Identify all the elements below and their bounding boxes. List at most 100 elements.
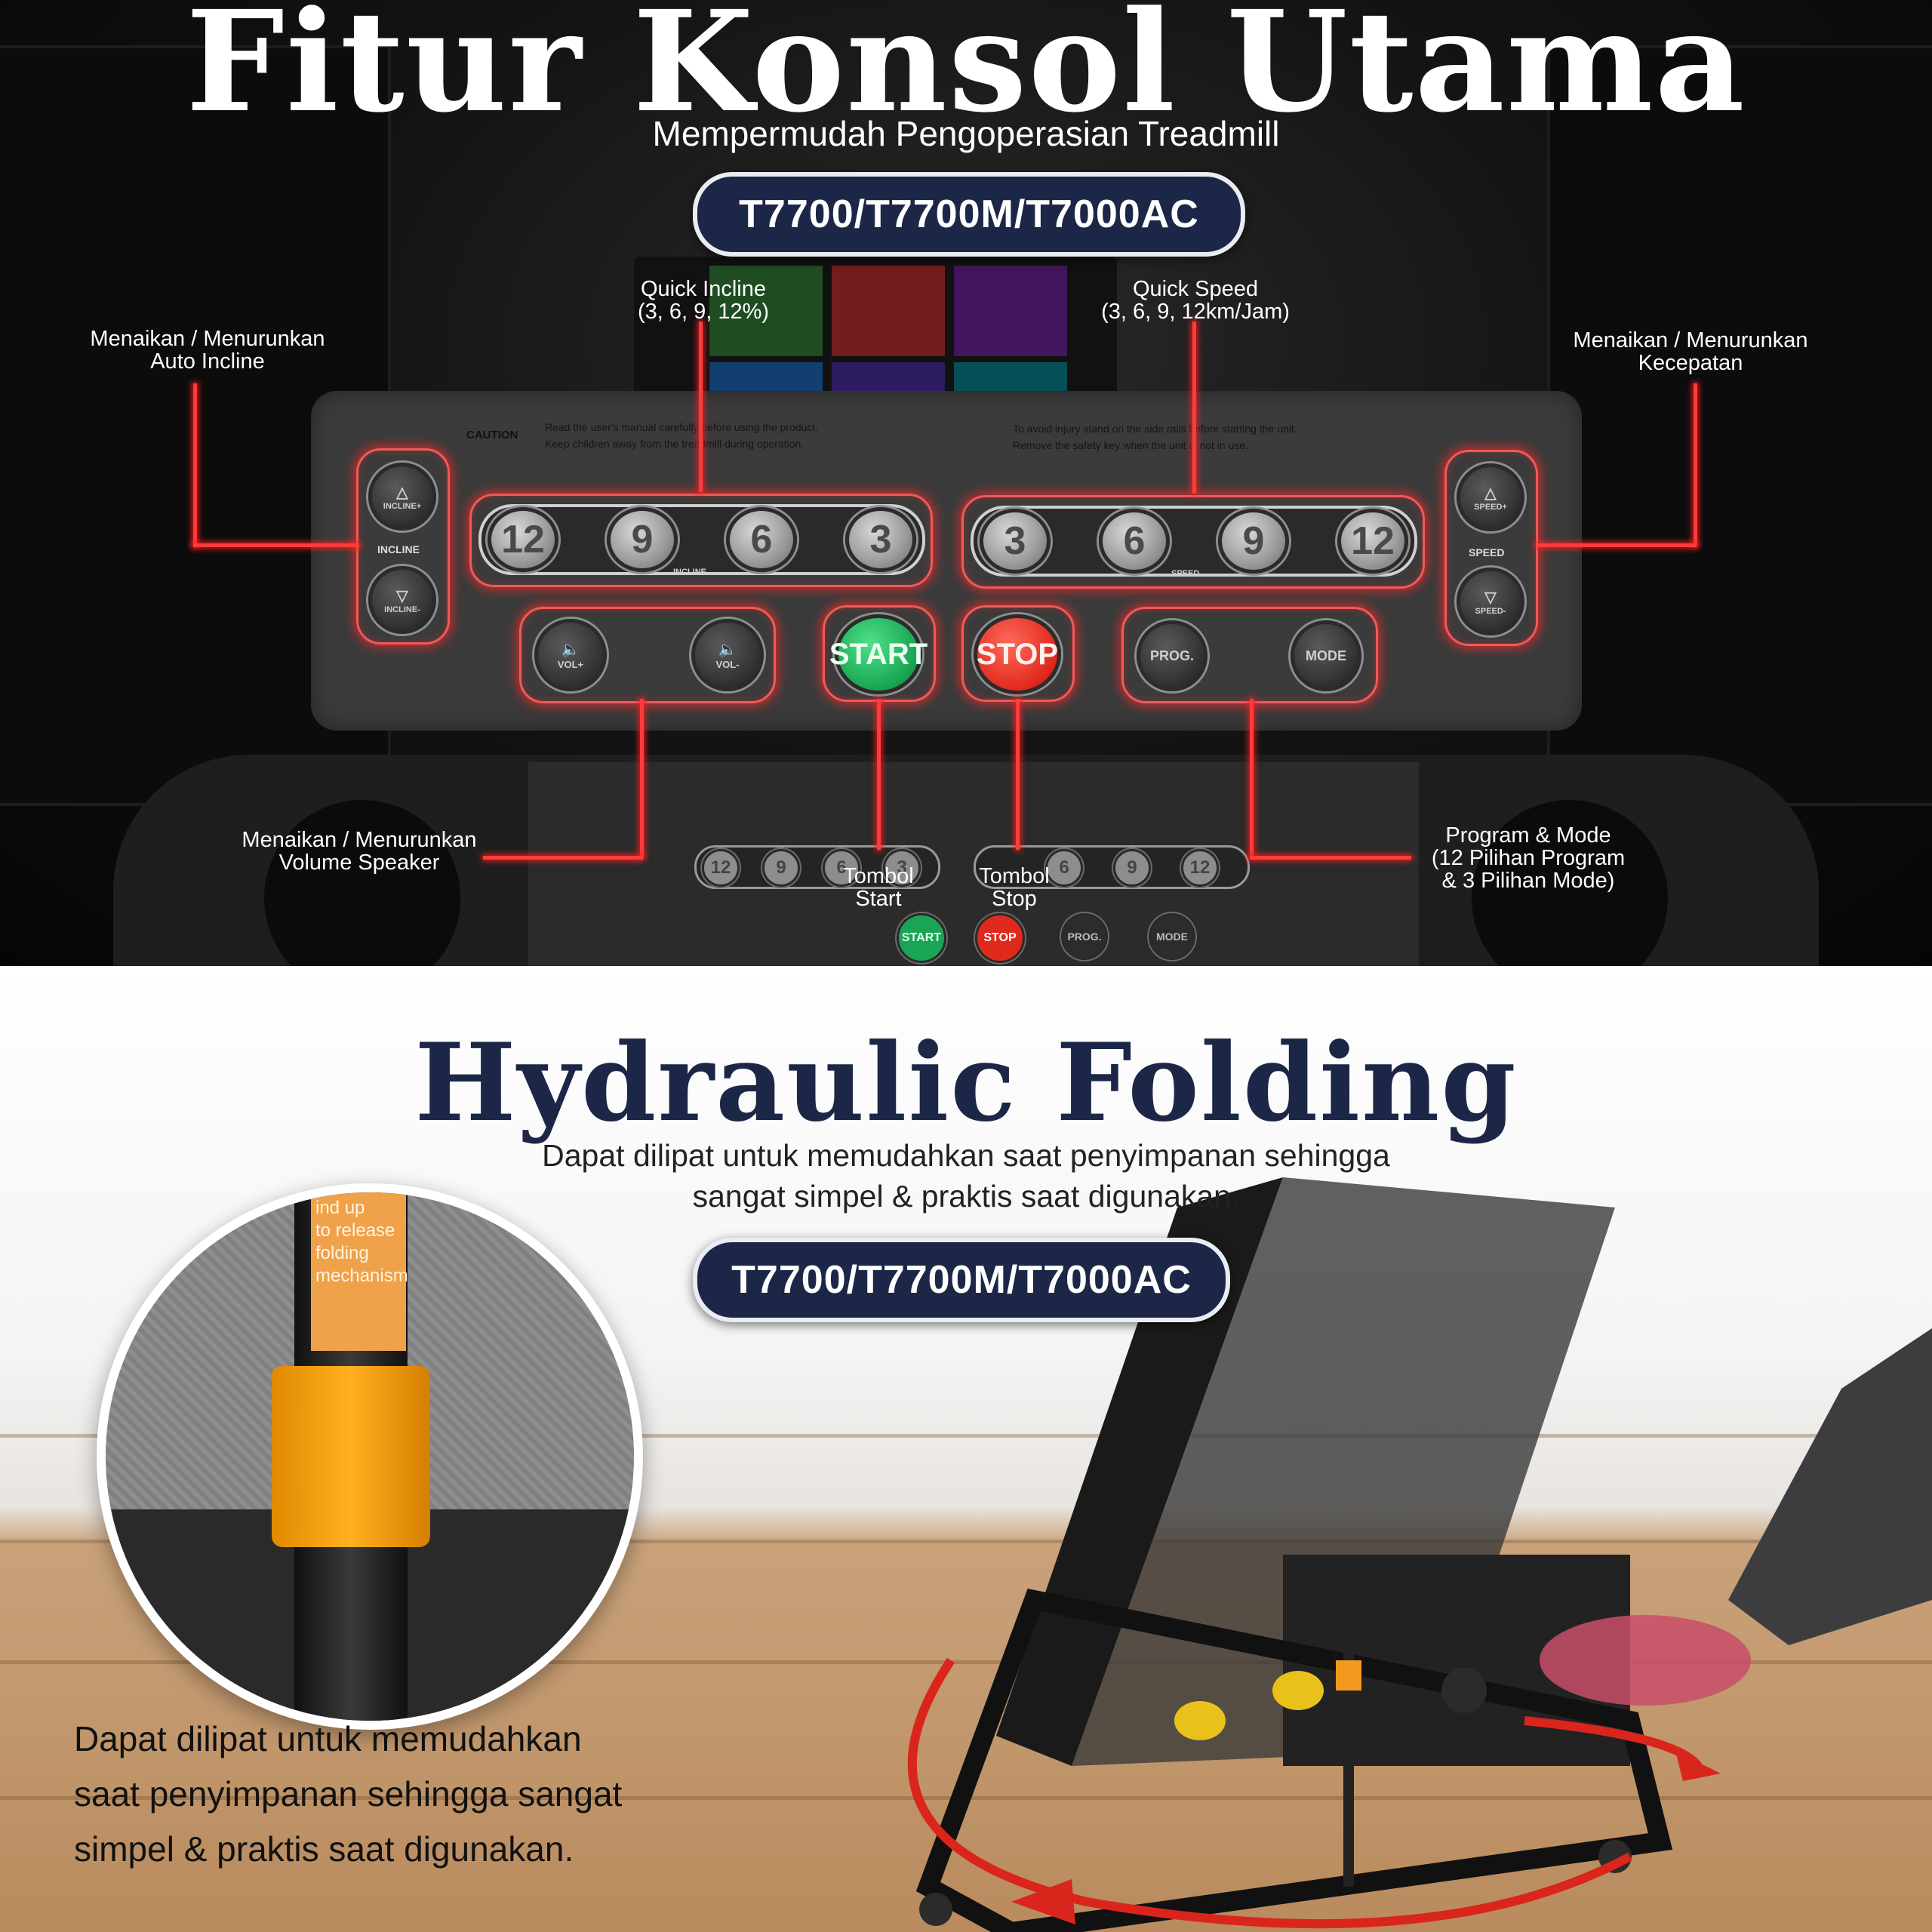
quick-incline-6-button[interactable]: 6 <box>726 507 797 572</box>
orange-release-collar <box>272 1366 430 1547</box>
callout-text: Quick Incline <box>640 277 766 301</box>
model-badge: T7700/T7700M/T7000AC <box>693 172 1245 257</box>
warning-sticker: ind up to release folding mechanism <box>311 1192 408 1351</box>
speed-down-label: SPEED- <box>1475 606 1506 616</box>
leg-figure <box>1728 1328 1932 1645</box>
quick-incline-12-button[interactable]: 12 <box>488 507 558 572</box>
callout-line-stop <box>1016 699 1020 850</box>
lower-start-button: START <box>897 913 946 963</box>
vol-up-label: VOL+ <box>557 659 584 670</box>
main-console-panel: CAUTION Read the user's manual carefully… <box>311 391 1582 731</box>
caution-line: To avoid injury stand on the side rails … <box>1013 423 1297 435</box>
lower-incline-3: 3 <box>883 849 921 887</box>
callout-line-volume-v <box>640 699 644 857</box>
sticker-text: mechanism <box>315 1266 408 1286</box>
lower-speed-6: 6 <box>1045 849 1083 887</box>
lower-speed-12: 12 <box>1181 849 1219 887</box>
quick-incline-3-button[interactable]: 3 <box>845 507 916 572</box>
console-feature-section: Fitur Konsol Utama Mempermudah Pengopera… <box>0 0 1932 966</box>
quick-speed-group <box>961 495 1425 589</box>
volume-down-button[interactable]: 🔈 VOL- <box>691 619 764 691</box>
caution-line: Remove the safety key when the unit is n… <box>1013 439 1249 451</box>
wheel-icon <box>1441 1668 1487 1713</box>
folding-description: Dapat dilipat untuk memudahkan saat peny… <box>74 1712 753 1877</box>
shock-absorber-left <box>1174 1701 1226 1740</box>
callout-line-program-v <box>1250 699 1254 857</box>
lower-console-panel: 12 9 6 3 6 9 12 START STOP PROG. MODE <box>528 762 1419 966</box>
callout-auto-incline: Menaikan / Menurunkan Auto Incline <box>53 328 362 373</box>
triangle-up-icon: △ <box>1484 485 1497 502</box>
callout-text: (12 Pilihan Program <box>1431 846 1626 870</box>
cup-holder-left <box>264 800 460 966</box>
callout-text: Menaikan / Menurunkan <box>242 828 477 852</box>
volume-up-button[interactable]: 🔈 VOL+ <box>534 619 607 691</box>
treadmill-deck-side <box>996 1177 1283 1766</box>
arrow-head-icon <box>1011 1879 1075 1924</box>
callout-line-quick-incline <box>699 321 703 492</box>
callout-quick-speed: Quick Speed (3, 6, 9, 12km/Jam) <box>1044 278 1346 323</box>
callout-quick-incline: Quick Incline (3, 6, 9, 12%) <box>552 278 854 323</box>
callout-volume: Menaikan / Menurunkan Volume Speaker <box>208 829 510 874</box>
callout-text: Start <box>855 887 902 911</box>
lower-incline-6: 6 <box>823 849 860 887</box>
callout-text: Stop <box>992 887 1037 911</box>
floor-line <box>0 1540 1932 1543</box>
mode-button[interactable]: MODE <box>1291 620 1361 691</box>
speed-up-button[interactable]: △ SPEED+ <box>1457 463 1524 531</box>
vol-down-label: VOL- <box>715 659 740 670</box>
callout-text: Program & Mode <box>1445 823 1611 848</box>
quick-speed-12-button[interactable]: 12 <box>1337 509 1408 574</box>
callout-line-incline-h <box>193 543 359 547</box>
caution-label: CAUTION <box>466 429 518 441</box>
section-description-line1: Dapat dilipat untuk memudahkan saat peny… <box>542 1138 1390 1173</box>
lower-incline-12: 12 <box>702 849 740 887</box>
quick-speed-3-button[interactable]: 3 <box>980 509 1051 574</box>
callout-text: Quick Speed <box>1132 277 1259 301</box>
callout-line-program-h <box>1250 856 1411 860</box>
floor-line <box>0 1434 1932 1438</box>
callout-text: Tombol <box>843 864 914 888</box>
description-line: saat penyimpanan sehingga sangat <box>74 1774 623 1814</box>
quick-speed-strip-label: SPEED <box>1171 569 1200 578</box>
lower-stop-button: STOP <box>975 913 1025 963</box>
triangle-down-icon: ▽ <box>396 587 408 605</box>
hydraulic-rod <box>1343 1570 1354 1887</box>
callout-text: Auto Incline <box>150 349 265 374</box>
rotation-arrow-bottom <box>907 1657 1632 1929</box>
callout-speed: Menaikan / Menurunkan Kecepatan <box>1540 329 1841 374</box>
screen-tile <box>832 266 945 356</box>
quick-incline-9-button[interactable]: 9 <box>607 507 678 572</box>
description-line: Dapat dilipat untuk memudahkan <box>74 1719 582 1758</box>
wheel-icon <box>919 1893 952 1926</box>
lower-speed-9: 9 <box>1113 849 1151 887</box>
quick-incline-strip-label: INCLINE <box>673 568 706 577</box>
callout-line-speed-h <box>1537 543 1697 547</box>
start-button[interactable]: START <box>829 614 928 694</box>
quick-speed-9-button[interactable]: 9 <box>1218 509 1289 574</box>
callout-line-start <box>877 699 881 850</box>
model-badge: T7700/T7700M/T7000AC <box>693 1238 1230 1322</box>
shock-absorber-right <box>1272 1671 1324 1710</box>
callout-text: Kecepatan <box>1638 351 1743 375</box>
callout-text: (3, 6, 9, 12km/Jam) <box>1101 300 1290 324</box>
callout-stop: Tombol Stop <box>939 865 1090 910</box>
speed-down-button[interactable]: ▽ SPEED- <box>1457 568 1524 635</box>
incline-up-button[interactable]: △ INCLINE+ <box>368 463 436 531</box>
speed-up-label: SPEED+ <box>1474 502 1507 512</box>
callout-line-quick-speed <box>1192 321 1196 494</box>
sticker-text: ind up <box>315 1198 365 1218</box>
background-door-right <box>1547 45 1932 806</box>
incline-down-button[interactable]: ▽ INCLINE- <box>368 566 436 634</box>
quick-incline-group <box>469 494 933 587</box>
sticker-text: folding <box>315 1243 369 1263</box>
screen-tile <box>954 266 1067 356</box>
shoe-figure <box>1540 1615 1751 1706</box>
callout-text: (3, 6, 9, 12%) <box>637 300 770 324</box>
callout-line-volume-h <box>483 856 643 860</box>
stop-button[interactable]: STOP <box>974 614 1061 694</box>
lower-prog-button: PROG. <box>1061 913 1108 960</box>
quick-speed-6-button[interactable]: 6 <box>1099 509 1170 574</box>
page-subtitle: Mempermudah Pengoperasian Treadmill <box>652 114 1280 153</box>
callout-text: & 3 Pilihan Mode) <box>1441 869 1615 893</box>
prog-button[interactable]: PROG. <box>1137 620 1208 691</box>
